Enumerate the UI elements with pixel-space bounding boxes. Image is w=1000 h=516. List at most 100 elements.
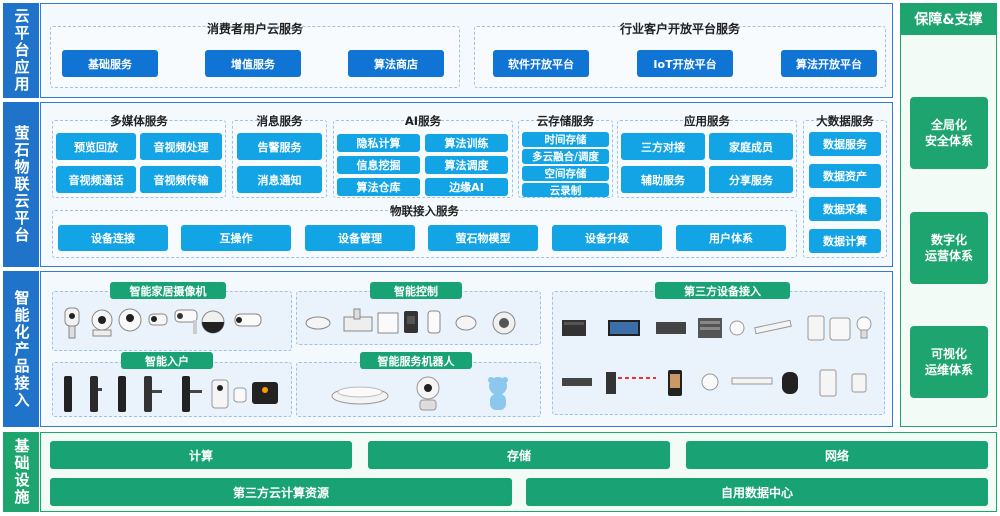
section-label-infra: 基础设施 (3, 432, 39, 512)
algorithm-store-button[interactable]: 算法商店 (348, 50, 444, 77)
device-upgrade-button[interactable]: 设备升级 (552, 225, 662, 251)
section-label-iot-cloud: 萤石物联云平台 (3, 102, 39, 267)
small-device-icon (851, 373, 867, 393)
display-icon (608, 320, 640, 336)
own-datacenter-button[interactable]: 自用数据中心 (526, 478, 988, 506)
value-added-service-button[interactable]: 增值服务 (205, 50, 301, 77)
recorder-icon (562, 378, 592, 386)
info-mining-button[interactable]: 信息挖掘 (337, 156, 420, 174)
section-label-iot-cloud-text: 萤石物联云平台 (12, 125, 31, 244)
section-label-cloud-app-text: 云平台应用 (12, 8, 31, 93)
software-open-platform-button[interactable]: 软件开放平台 (493, 50, 589, 77)
sensor-icon (305, 316, 331, 330)
control-devices (305, 308, 516, 335)
entry-devices (64, 376, 278, 412)
doorbell-icon (211, 379, 229, 409)
message-title: 消息服务 (256, 114, 303, 128)
message-notify-button[interactable]: 消息通知 (237, 166, 322, 193)
interoperate-button[interactable]: 互操作 (181, 225, 291, 251)
consumer-cloud-title: 消费者用户云服务 (206, 22, 303, 36)
door-lock-icon-5 (182, 376, 202, 412)
camera-devices (64, 307, 262, 339)
operation-system-button[interactable]: 数字化 运营体系 (910, 212, 988, 284)
smoke-detector-icon (701, 373, 719, 391)
av-call-button[interactable]: 音视频通话 (56, 166, 136, 193)
storage-title: 云存储服务 (536, 114, 595, 128)
data-computing-button[interactable]: 数据计算 (809, 229, 881, 253)
support-title: 保障&支撑 (900, 3, 997, 35)
robot-devices (331, 376, 508, 411)
edge-ai-button[interactable]: 边缘AI (425, 178, 508, 196)
security-system-button[interactable]: 全局化 安全体系 (910, 97, 988, 169)
space-storage-button[interactable]: 空间存储 (522, 166, 609, 181)
tube-light-icon (754, 319, 792, 335)
iot-open-platform-button[interactable]: IoT开放平台 (637, 50, 733, 77)
maintenance-system-label: 可视化 运维体系 (924, 347, 973, 377)
peephole-icon (252, 382, 278, 404)
device-manage-button[interactable]: 设备管理 (305, 225, 415, 251)
third-party-devices-row2 (562, 369, 867, 397)
application-title: 应用服务 (684, 114, 730, 128)
server-icon (698, 318, 722, 338)
data-collection-button[interactable]: 数据采集 (809, 197, 881, 221)
av-transmission-button[interactable]: 音视频传输 (140, 166, 222, 193)
face-terminal-icon (668, 370, 682, 396)
ezviz-model-button[interactable]: 萤石物模型 (428, 225, 538, 251)
panel-icon (404, 311, 418, 333)
compute-button[interactable]: 计算 (50, 441, 352, 469)
cloud-recording-button[interactable]: 云录制 (522, 183, 609, 197)
door-lock-icon-4 (144, 376, 162, 412)
algorithm-warehouse-button[interactable]: 算法仓库 (337, 178, 420, 196)
maintenance-system-button[interactable]: 可视化 运维体系 (910, 326, 988, 398)
ai-title: AI服务 (404, 114, 442, 128)
multi-cloud-button[interactable]: 多云融合/调度 (522, 149, 609, 164)
nvr-icon (562, 320, 586, 336)
user-system-button[interactable]: 用户体系 (676, 225, 786, 251)
smoke-icon (455, 315, 477, 331)
multimedia-title: 多媒体服务 (110, 114, 168, 128)
door-lock-icon-3 (118, 376, 126, 412)
heater-icon (829, 317, 851, 341)
door-lock-icon-2 (90, 376, 102, 412)
network-button[interactable]: 网络 (686, 441, 988, 469)
alarm-service-button[interactable]: 告警服务 (237, 133, 322, 160)
privacy-computing-button[interactable]: 隐私计算 (337, 134, 420, 152)
barrier-gate-icon (606, 372, 656, 394)
section-label-product-access-text: 智能化产品接入 (12, 289, 31, 409)
gateway-icon (343, 308, 373, 332)
preview-playback-button[interactable]: 预览回放 (56, 133, 136, 160)
data-service-button[interactable]: 数据服务 (809, 132, 881, 156)
auxiliary-service-button[interactable]: 辅助服务 (621, 166, 705, 193)
algorithm-open-platform-button[interactable]: 算法开放平台 (781, 50, 877, 77)
section-label-cloud-app: 云平台应用 (3, 3, 39, 98)
algorithm-scheduling-button[interactable]: 算法调度 (425, 156, 508, 174)
third-party-connect-button[interactable]: 三方对接 (621, 133, 705, 160)
bigdata-title: 大数据服务 (816, 114, 874, 128)
share-service-button[interactable]: 分享服务 (709, 166, 793, 193)
bulb-icon (856, 316, 872, 339)
data-asset-button[interactable]: 数据资产 (809, 164, 881, 188)
family-member-button[interactable]: 家庭成员 (709, 133, 793, 160)
industry-open-platform-title: 行业客户开放平台服务 (619, 22, 740, 36)
camera-icon-1 (64, 307, 80, 339)
storage-button[interactable]: 存储 (368, 441, 670, 469)
entry-title: 智能入户 (121, 352, 213, 369)
time-storage-button[interactable]: 时间存储 (522, 132, 609, 147)
third-party-devices-row1 (562, 315, 872, 341)
kids-robot-icon (488, 377, 508, 410)
av-processing-button[interactable]: 音视频处理 (140, 133, 222, 160)
robot-title: 智能服务机器人 (360, 352, 472, 369)
third-party-cloud-button[interactable]: 第三方云计算资源 (50, 478, 512, 506)
algorithm-training-button[interactable]: 算法训练 (425, 134, 508, 152)
basic-service-button[interactable]: 基础服务 (62, 50, 158, 77)
camera-icon-6 (201, 310, 225, 334)
device-connect-button[interactable]: 设备连接 (58, 225, 168, 251)
iot-access-group (52, 210, 797, 258)
hub-icon (492, 311, 516, 335)
camera-icon-4 (148, 313, 168, 326)
air-purifier-icon (807, 315, 825, 341)
companion-robot-icon (416, 376, 440, 411)
chime-icon (233, 387, 247, 403)
camera-icon-7 (234, 313, 262, 327)
section-label-product-access: 智能化产品接入 (3, 271, 39, 427)
